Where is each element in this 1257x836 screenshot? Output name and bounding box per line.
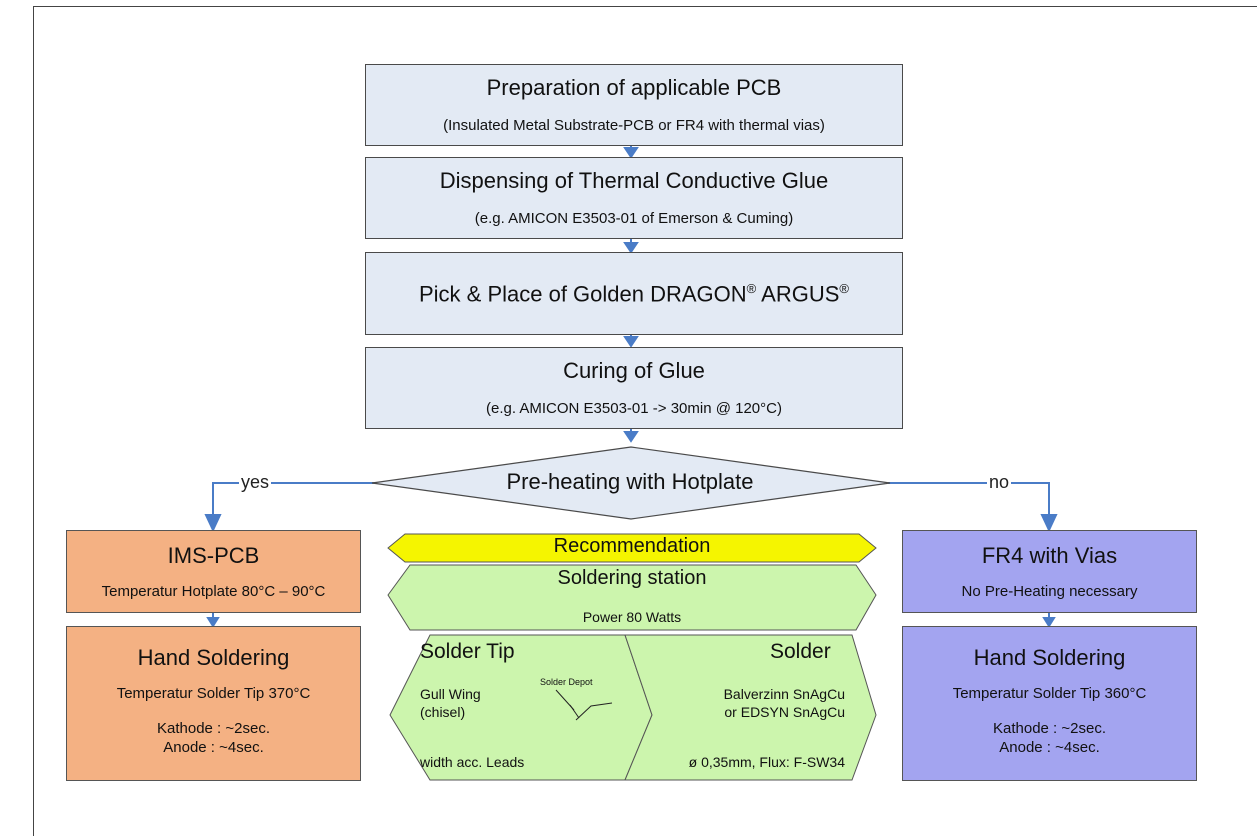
ims-hand-soldering-title: Hand Soldering [137,645,290,670]
connector-yes [212,482,375,520]
arrowhead-yes [204,514,222,533]
arrowhead-pick-cure [623,336,639,348]
step-pick-place-title-text: Pick & Place of Golden DRAGON [418,281,747,307]
soldering-station-power: Power 80 Watts [582,609,682,625]
step-cure-subtitle: (e.g. AMICON E3503-01 -> 30min @ 120°C) [486,400,782,417]
decision-label: Pre-heating with Hotplate [506,469,754,494]
arrowhead-dispense-pick [623,242,639,254]
arrowhead-no [1040,514,1058,533]
fr4-vias-subtitle: No Pre-Heating necessary [961,583,1138,600]
step-pick-place-title: Pick & Place of Golden DRAGON® ARGUS® [366,281,902,307]
canvas-frame [33,6,1257,836]
arrowhead-fr4-hand [1042,617,1056,628]
solder-shape [624,634,877,781]
solder-title: Solder [770,640,831,663]
solder-alloy-2: or EDSYN SnAgCu [724,704,845,720]
branch-no-label: no [987,472,1012,493]
registered-mark-2: ® [839,281,849,296]
step-cure: Curing of Glue (e.g. AMICON E3503-01 -> … [365,347,903,429]
step-dispense-subtitle: (e.g. AMICON E3503-01 of Emerson & Cumin… [474,210,794,227]
ims-hand-soldering-box: Hand Soldering Temperatur Solder Tip 370… [66,626,361,781]
fr4-hand-soldering-box: Hand Soldering Temperatur Solder Tip 360… [902,626,1197,781]
step-prep: Preparation of applicable PCB (Insulated… [365,64,903,146]
solder-diameter-flux: ø 0,35mm, Flux: F-SW34 [688,754,845,770]
solder-alloy-1: Balverzinn SnAgCu [723,686,845,702]
solder-tip-sketch [555,689,613,721]
solder-tip-width: width acc. Leads [420,754,525,770]
registered-mark-1: ® [746,281,757,296]
arrowhead-cure-decision [623,431,639,443]
step-pick-place-title-argus: ARGUS [756,281,840,307]
arrowhead-ims-hand [206,617,220,628]
step-prep-title: Preparation of applicable PCB [486,75,782,100]
fr4-anode-time: Anode : ~4sec. [999,739,1100,756]
step-dispense-title: Dispensing of Thermal Conductive Glue [439,168,829,193]
fr4-kathode-time: Kathode : ~2sec. [993,720,1106,737]
solder-tip-title: Solder Tip [420,640,515,663]
ims-anode-time: Anode : ~4sec. [163,739,264,756]
step-cure-title: Curing of Glue [563,358,705,383]
recommendation-label: Recommendation [553,535,711,557]
ims-kathode-time: Kathode : ~2sec. [157,720,270,737]
connector-no [888,482,1050,520]
fr4-vias-box: FR4 with Vias No Pre-Heating necessary [902,530,1197,613]
fr4-hand-soldering-title: Hand Soldering [973,645,1126,670]
fr4-solder-tip-temp: Temperatur Solder Tip 360°C [952,685,1147,702]
decision-diamond [371,446,891,520]
ims-pcb-box: IMS-PCB Temperatur Hotplate 80°C – 90°C [66,530,361,613]
solder-tip-type: Gull Wing [420,686,481,702]
fr4-vias-title: FR4 with Vias [981,543,1118,568]
recommendation-banner [387,533,877,563]
ims-solder-tip-temp: Temperatur Solder Tip 370°C [116,685,311,702]
solder-tip-shape-note: (chisel) [420,704,466,720]
soldering-station-title: Soldering station [557,567,707,589]
branch-yes-label: yes [239,472,272,493]
solder-depot-label: Solder Depot [540,677,593,687]
step-pick-place: Pick & Place of Golden DRAGON® ARGUS® [365,252,903,335]
ims-pcb-subtitle: Temperatur Hotplate 80°C – 90°C [101,583,326,600]
step-prep-subtitle: (Insulated Metal Substrate-PCB or FR4 wi… [443,117,825,134]
arrowhead-prep-dispense [623,147,639,159]
step-dispense: Dispensing of Thermal Conductive Glue (e… [365,157,903,239]
soldering-station-shape [387,564,877,631]
ims-pcb-title: IMS-PCB [167,543,260,568]
